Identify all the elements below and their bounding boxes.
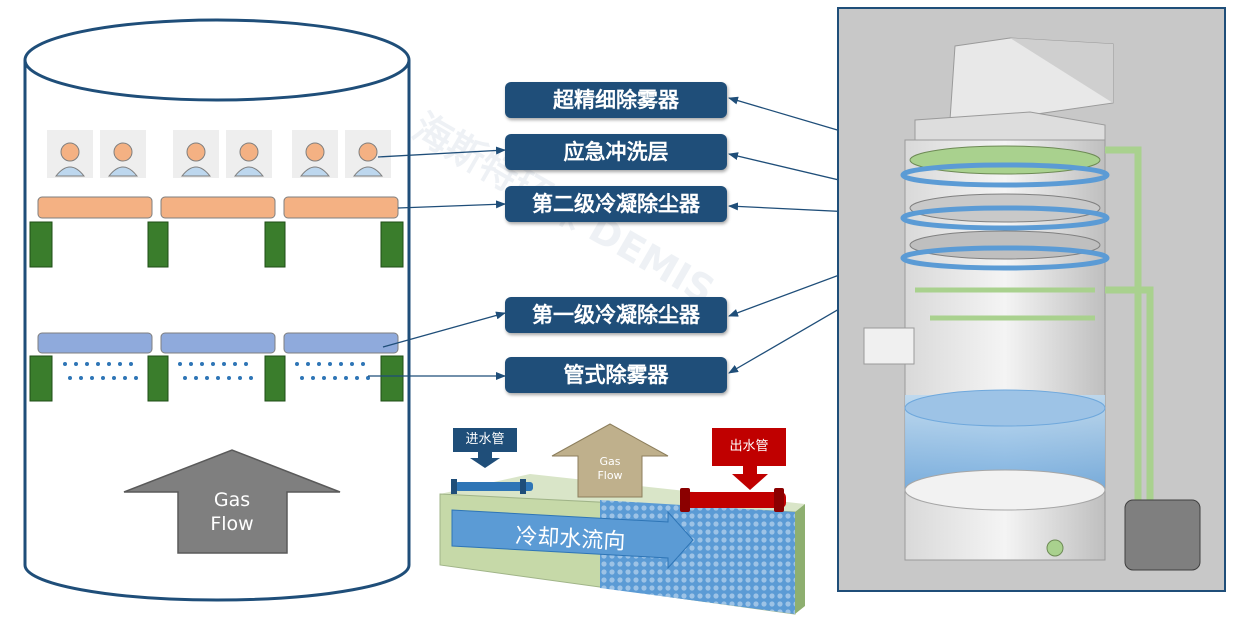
side-pipe xyxy=(1105,146,1142,560)
label-first-stage-condenser: 第一级冷凝除尘器 xyxy=(505,297,727,333)
gas-flow-line1: Gas xyxy=(214,489,250,511)
second-stage-trays xyxy=(29,196,404,268)
first-stage-trays xyxy=(29,332,404,402)
demister-icon xyxy=(100,130,146,178)
green-support xyxy=(264,355,286,402)
outlet-flange xyxy=(774,488,784,512)
module-gas-flow-line1: Gas xyxy=(600,455,621,468)
module-mesh xyxy=(600,500,795,614)
demister-icon xyxy=(292,130,338,178)
schematic-tower: Gas Flow xyxy=(23,18,411,602)
dot-row xyxy=(178,362,253,380)
tower-cap xyxy=(914,111,1106,146)
demister-icon xyxy=(345,130,391,178)
module-gas-flow-line2: Flow xyxy=(597,469,622,482)
connector-left-emergency xyxy=(377,146,506,158)
blue-tray xyxy=(160,332,276,354)
module-gas-flow-arrow xyxy=(551,423,669,498)
blue-tray xyxy=(283,332,399,354)
module-side-face xyxy=(795,504,805,614)
label-tube-demister: 管式除雾器 xyxy=(505,357,727,393)
side-pipe xyxy=(1105,286,1154,520)
tower-top-ellipse xyxy=(23,18,411,102)
demister-icon xyxy=(173,130,219,178)
orange-tray xyxy=(37,196,153,219)
green-support xyxy=(380,221,404,268)
inlet-pipe-label: 进水管 xyxy=(453,428,517,452)
render-first-stage-layer xyxy=(909,230,1101,260)
exhaust-duct-face xyxy=(1010,38,1113,103)
label-second-stage-condenser: 第二级冷凝除尘器 xyxy=(505,186,727,222)
gas-flow-arrow xyxy=(123,449,341,554)
outlet-flange xyxy=(680,488,690,512)
condenser-module: 冷却水流向 Gas Flow xyxy=(439,423,805,615)
label-ultra-fine-demister: 超精细除雾器 xyxy=(505,82,727,118)
render-first-stage-ring xyxy=(900,245,1110,271)
tube-demister-dots xyxy=(63,362,370,380)
dot-row xyxy=(295,362,370,380)
orange-tray xyxy=(160,196,276,219)
outlet-down-arrow xyxy=(732,466,768,490)
inlet-flange xyxy=(520,479,526,494)
outlet-pipe xyxy=(682,492,786,508)
tower-body xyxy=(23,60,411,602)
gas-flow-line2: Flow xyxy=(210,513,253,535)
render-second-stage-ring xyxy=(900,205,1110,231)
dot-row xyxy=(63,362,138,380)
green-support xyxy=(380,355,404,402)
render-flush-ring xyxy=(900,162,1110,188)
green-support xyxy=(147,221,169,268)
outlet-pipe-label: 出水管 xyxy=(712,428,786,466)
inlet-pipe xyxy=(455,482,533,491)
green-support xyxy=(29,221,53,268)
demister-icon xyxy=(47,130,93,178)
blue-tray xyxy=(37,332,153,354)
demister-icon xyxy=(226,130,272,178)
green-support xyxy=(264,221,286,268)
orange-tray xyxy=(283,196,399,219)
tank-rim xyxy=(904,469,1106,511)
green-support xyxy=(147,355,169,402)
inlet-flange xyxy=(451,479,457,494)
gas-inlet-duct xyxy=(863,327,915,365)
tower-render xyxy=(837,7,1226,592)
circulation-pumps xyxy=(1124,499,1201,571)
drain-nozzle xyxy=(1046,539,1064,557)
connector-left-first xyxy=(382,311,506,348)
water-surface xyxy=(904,389,1106,427)
cooling-direction-text: 冷却水流向 xyxy=(515,524,626,555)
connector-left-second xyxy=(397,200,506,209)
label-emergency-flush-layer: 应急冲洗层 xyxy=(505,134,727,170)
green-support xyxy=(29,355,53,402)
inlet-down-arrow xyxy=(470,452,500,468)
ultra-fine-demister-icons xyxy=(47,130,391,178)
cooling-direction-arrow xyxy=(451,509,694,570)
